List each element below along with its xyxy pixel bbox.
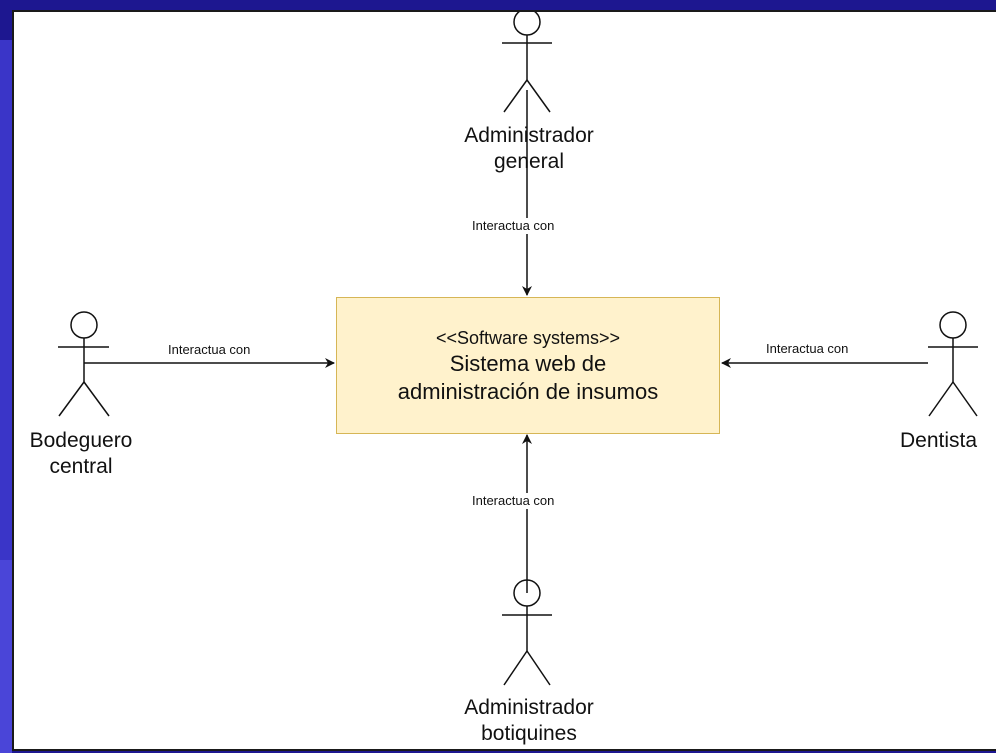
actor-bottom-label: Administrador botiquines [454,695,604,747]
system-name-line2: administración de insumos [397,378,659,404]
actor-administrador-botiquines-figure[interactable] [502,579,552,686]
edge-top-label: Interactua con [470,218,557,234]
system-name-line1: Sistema web de [449,350,607,376]
actor-top-label: Administrador general [454,123,604,175]
software-system-box[interactable]: <<Software systems>> Sistema web de admi… [336,297,720,434]
actor-top-line1: Administrador [464,124,594,147]
side-accent-upper [0,40,12,560]
actor-left-line1: Bodeguero [29,429,133,452]
edge-bottom-label: Interactua con [470,493,557,509]
actor-bodeguero-central-figure[interactable] [58,311,110,417]
diagram-svg [58,12,978,686]
actor-dentista-figure[interactable] [928,311,978,417]
diagram-canvas: Administrador general Bodeguero central … [12,10,996,751]
actor-right-label: Dentista [900,428,996,454]
actor-administrador-general-figure[interactable] [502,12,552,113]
actor-left-line2: central [49,455,113,478]
side-accent-lower [0,560,12,753]
system-stereotype: <<Software systems>> [435,327,621,348]
actor-right-line1: Dentista [900,429,978,452]
actor-top-line2: general [493,150,565,173]
actor-bottom-line1: Administrador [464,696,594,719]
actor-left-label: Bodeguero central [14,428,156,480]
edge-left-label: Interactua con [166,342,253,358]
actor-bottom-line2: botiquines [481,722,577,745]
edge-right-label: Interactua con [764,341,851,357]
